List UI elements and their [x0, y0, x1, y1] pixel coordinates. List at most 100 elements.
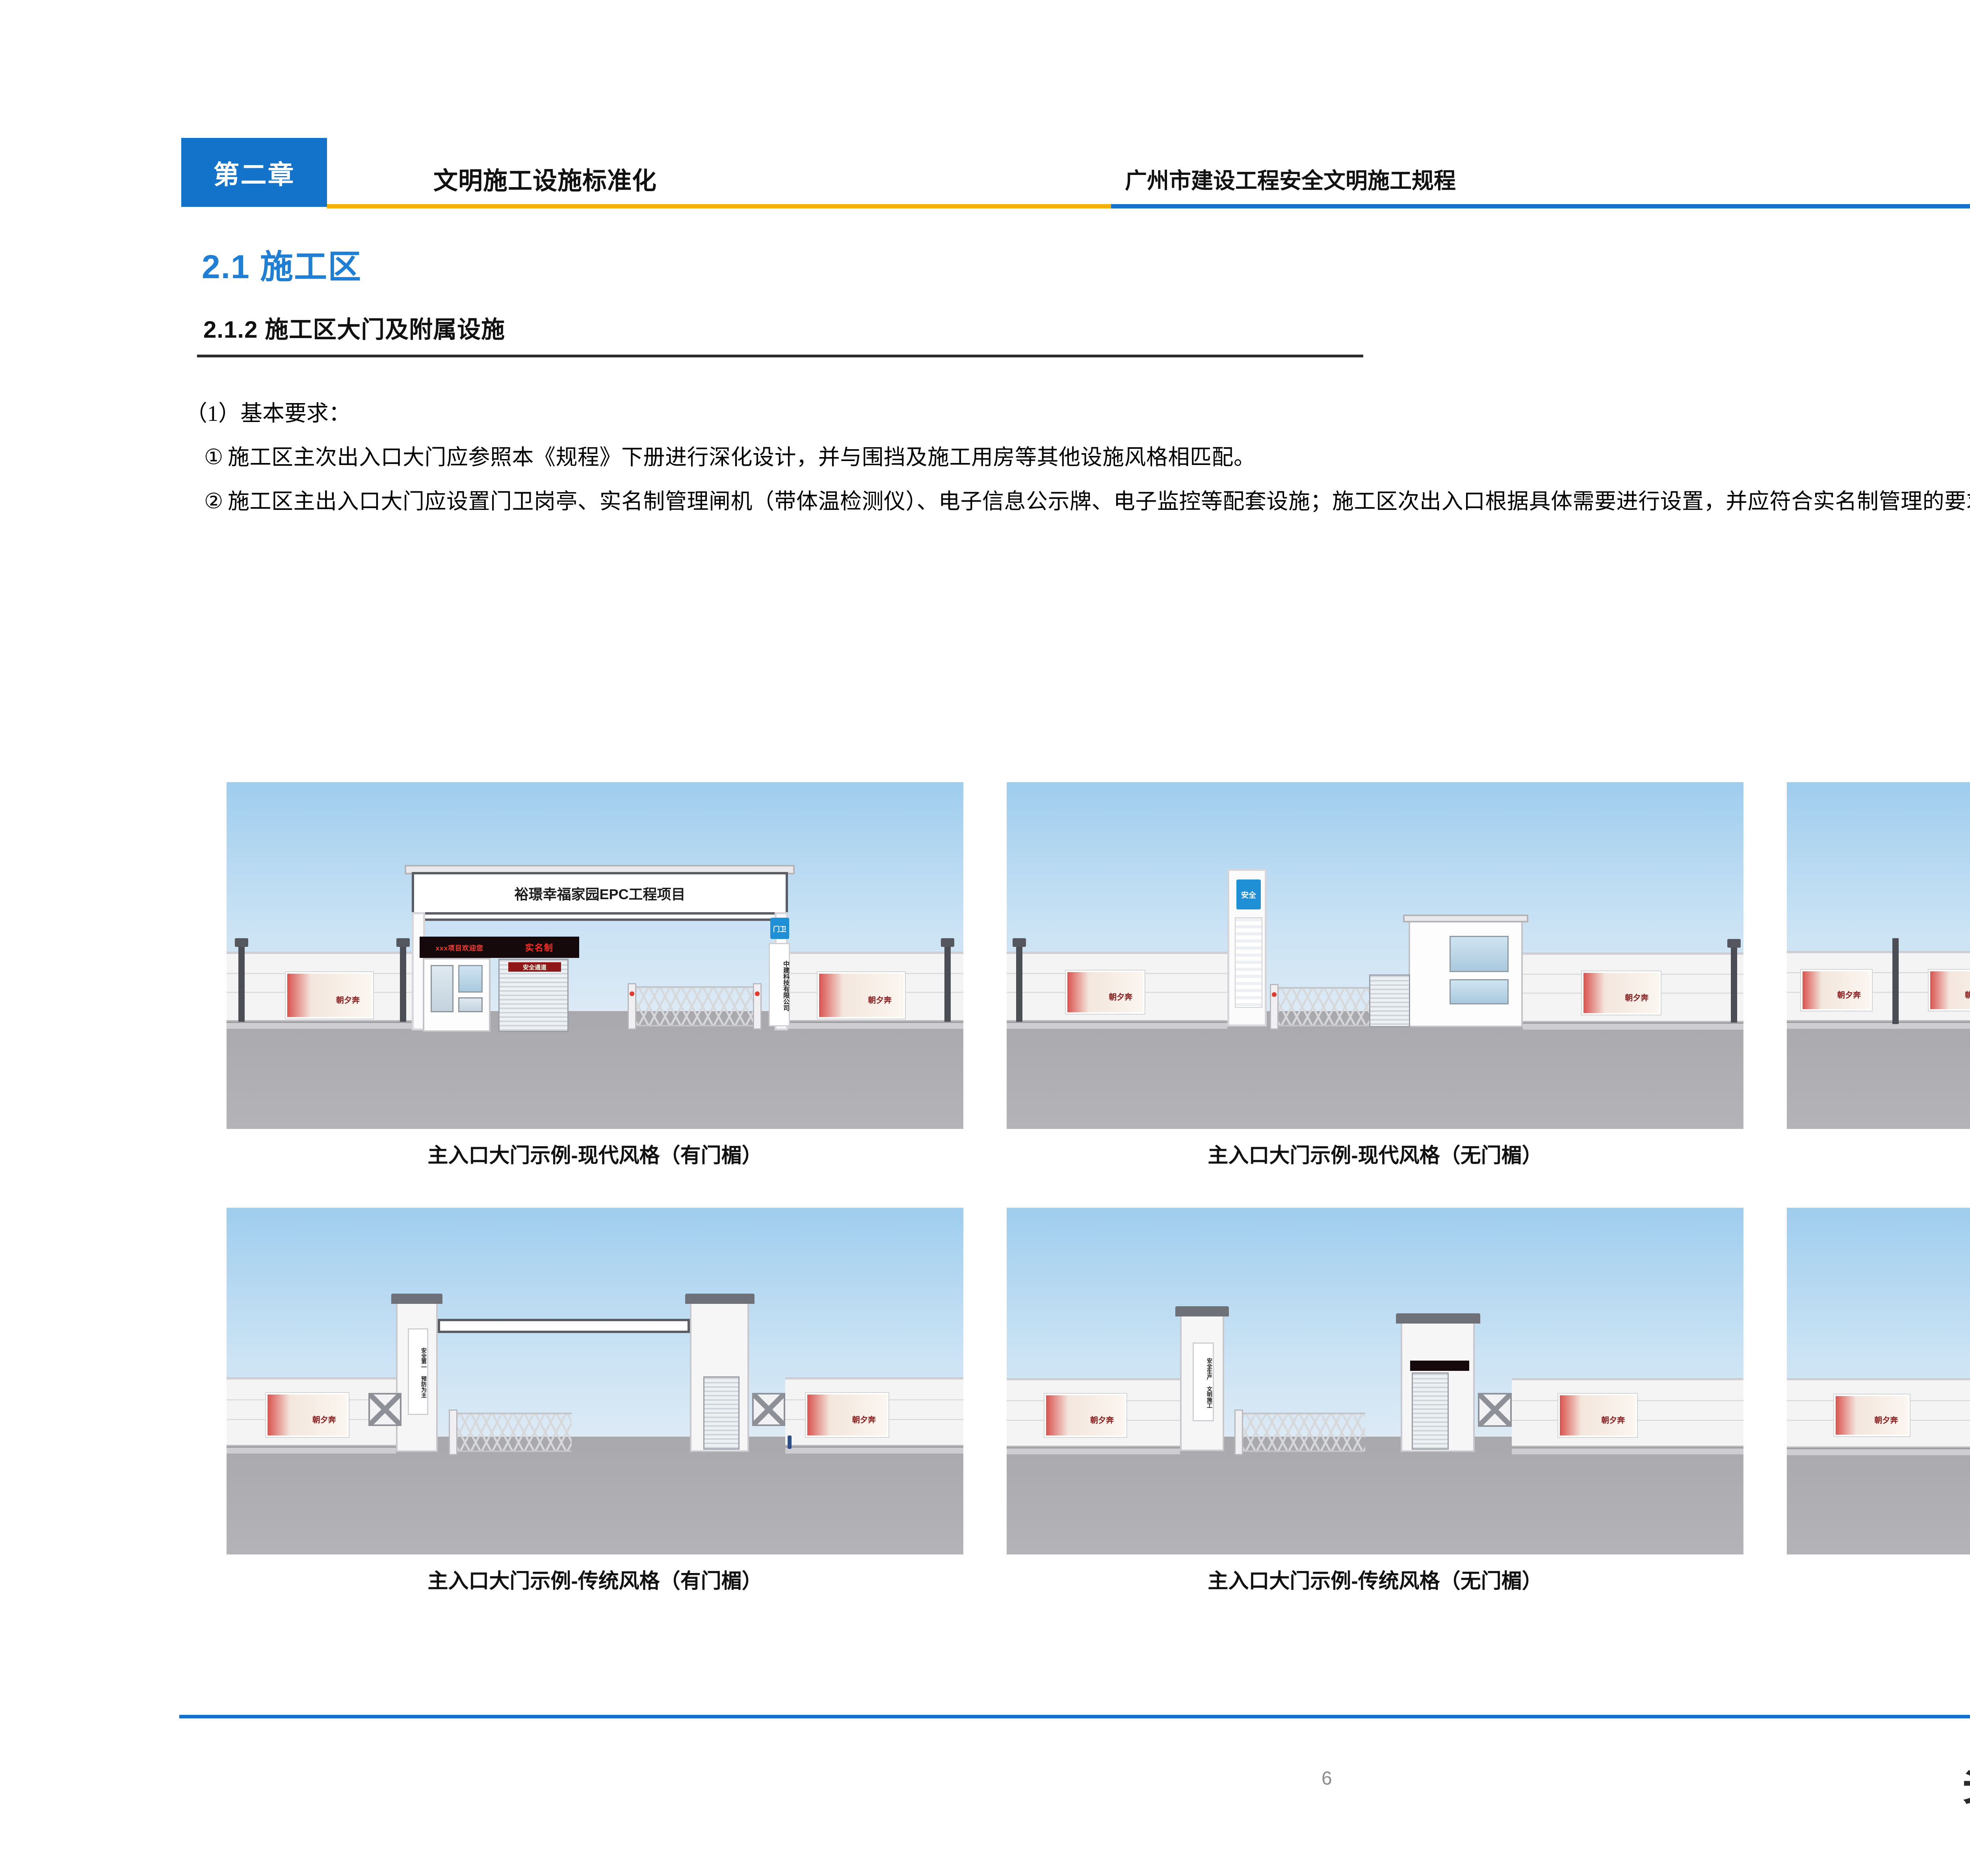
- figure-main-traditional-nolintel: 朝夕奔 安全生产 文明施工 朝夕奔: [1007, 1208, 1743, 1554]
- retractable-gate: [457, 1413, 572, 1452]
- list-item: ② 施工区主出入口大门应设置门卫岗亭、实名制管理闸机（带体温检测仪）、电子信息公…: [185, 482, 1970, 521]
- wall-poster-text: 朝夕奔: [1874, 1416, 1898, 1425]
- fence-post: [400, 941, 406, 1025]
- chapter-badge: 第二章: [181, 138, 327, 207]
- guard-house: [423, 958, 491, 1032]
- guard-building-cornice: [1403, 915, 1528, 922]
- tower-blue-badge: 安全: [1236, 879, 1261, 909]
- figure-caption: 主入口大门示例-现代风格（无门楣）: [1208, 1144, 1543, 1167]
- section-heading-2-1: 2.1 施工区: [202, 248, 362, 285]
- fence-post-cap: [1727, 939, 1741, 948]
- ground: [1007, 1011, 1743, 1129]
- page-number: 6: [1321, 1768, 1332, 1789]
- kerb: [1787, 1022, 1970, 1029]
- fence-post-cap: [396, 938, 410, 947]
- ground: [227, 1436, 963, 1554]
- gate-bollard: [628, 983, 636, 1030]
- watermark: 头条@安全生产文库: [1962, 1746, 1970, 1813]
- led-sign-right-text: 实名制: [525, 943, 554, 953]
- wall-poster: 朝夕奔: [266, 1393, 349, 1437]
- kerb: [778, 1022, 963, 1029]
- figure-main-modern-nolintel: 朝夕奔 安全: [1007, 782, 1743, 1129]
- wall-poster: 朝夕奔: [1582, 971, 1661, 1015]
- watermark-prefix: 头条: [1962, 1758, 1970, 1810]
- tower-info-panel: [1235, 917, 1262, 1008]
- figure-secondary-modern: 朝夕奔 朝夕奔 中国建筑: [1787, 782, 1970, 1129]
- figure-person: [788, 1435, 792, 1449]
- figure-row-traditional: 朝夕奔 安全第一 预防为主: [227, 1208, 1970, 1610]
- gate-tower-cap: [1396, 1313, 1480, 1324]
- fence-post: [1016, 941, 1022, 1025]
- gate-tower-left: 安全生产 文明施工: [1180, 1313, 1224, 1451]
- wall-poster: 朝夕奔: [806, 1393, 888, 1437]
- fence-post: [1731, 941, 1737, 1026]
- basic-requirements-label: （1）基本要求：: [185, 402, 351, 426]
- gate-tower-left: 安全第一 预防为主: [396, 1301, 438, 1452]
- kerb: [227, 1447, 396, 1454]
- kerb: [785, 1447, 963, 1454]
- retractable-gate: [1243, 1413, 1365, 1452]
- gate-tower-right: [690, 1301, 749, 1452]
- wall-poster: 朝夕奔: [1044, 1394, 1126, 1437]
- fence-post-cap: [941, 938, 954, 947]
- gate-lintel: [438, 1319, 690, 1333]
- fence-post-cap: [235, 938, 248, 947]
- wall-poster-text: 朝夕奔: [336, 996, 360, 1005]
- footer-rule: [179, 1715, 1970, 1718]
- body-text: （1）基本要求： ① 施工区主次出入口大门应参照本《规程》下册进行深化设计，并与…: [185, 395, 1970, 521]
- header-rule-blue: [1111, 204, 1970, 208]
- led-info-sign: [1410, 1361, 1469, 1371]
- figure-caption: 次入口大门示例-传统风格: [1787, 1564, 1970, 1594]
- gate-tower-banner: 安全生产 文明施工: [1193, 1342, 1214, 1421]
- led-info-sign: xxx项目欢迎您 实名制: [420, 937, 579, 958]
- wall-poster-text: 朝夕奔: [1964, 991, 1970, 1000]
- gate-beam: [412, 912, 788, 921]
- wall-poster-text: 朝夕奔: [852, 1415, 876, 1424]
- retractable-gate: [636, 986, 755, 1026]
- kerb: [227, 1022, 412, 1029]
- turnstile-gate: [1369, 974, 1410, 1027]
- blue-guard-badge: 门卫: [770, 918, 789, 939]
- ground: [227, 1011, 963, 1129]
- kerb: [1512, 1447, 1743, 1454]
- wall-poster: 朝夕奔: [1558, 1394, 1637, 1437]
- gate-indicator-light: [755, 991, 760, 996]
- lattice-window: [368, 1393, 401, 1426]
- chapter-badge-label: 第二章: [213, 160, 295, 189]
- gate-bollard: [1234, 1409, 1243, 1455]
- wall-poster: 朝夕奔: [286, 972, 373, 1019]
- wall-poster-text: 朝夕奔: [1090, 1416, 1114, 1425]
- gate-bollard: [753, 983, 762, 1030]
- list-item-text: 施工区主出入口大门应设置门卫岗亭、实名制管理闸机（带体温检测仪）、电子信息公示牌…: [228, 489, 1970, 513]
- kerb: [1787, 1448, 1970, 1455]
- turnstile-gate: [1412, 1372, 1449, 1450]
- figure-caption: 主入口大门示例-传统风格（有门楣）: [427, 1570, 762, 1593]
- wall-poster: 朝夕奔: [1834, 1394, 1910, 1436]
- company-vertical-banner: 中建科技有限公司: [769, 943, 790, 1026]
- list-item-marker: ①: [204, 445, 223, 469]
- ground: [1007, 1436, 1743, 1554]
- figure-main-traditional-lintel: 朝夕奔 安全第一 预防为主: [227, 1208, 963, 1554]
- wall-poster-text: 朝夕奔: [1837, 991, 1861, 1000]
- figure-grid: 朝夕奔 朝夕奔 裕璟幸福家园EPC工程项目: [227, 782, 1970, 1629]
- gate-indicator-light: [630, 991, 634, 996]
- list-item-text: 施工区主次出入口大门应参照本《规程》下册进行深化设计，并与围挡及施工用房等其他设…: [228, 445, 1256, 469]
- list-item: ① 施工区主次出入口大门应参照本《规程》下册进行深化设计，并与围挡及施工用房等其…: [185, 438, 1970, 477]
- kerb: [1523, 1023, 1743, 1030]
- header-title: 广州市建设工程安全文明施工规程: [1125, 168, 1456, 193]
- figure-caption: 主入口大门示例-现代风格（有门楣）: [427, 1144, 762, 1167]
- lattice-window: [752, 1393, 785, 1426]
- gate-bollard: [449, 1409, 457, 1455]
- section-heading-underline: [197, 355, 1363, 357]
- gate-tower-cap: [1175, 1306, 1229, 1316]
- wall-poster-text: 朝夕奔: [312, 1415, 336, 1424]
- figure-row-modern: 朝夕奔 朝夕奔 裕璟幸福家园EPC工程项目: [227, 782, 1970, 1184]
- header-rule-yellow: [327, 204, 1111, 208]
- header-subtitle: 文明施工设施标准化: [433, 167, 657, 195]
- gate-tower-right: [1401, 1321, 1475, 1452]
- wall-poster: 朝夕奔: [1801, 970, 1872, 1011]
- wall-poster: 朝夕奔: [1929, 970, 1970, 1011]
- fence-post: [944, 941, 951, 1025]
- gate-lintel-board: 裕璟幸福家园EPC工程项目: [412, 872, 788, 915]
